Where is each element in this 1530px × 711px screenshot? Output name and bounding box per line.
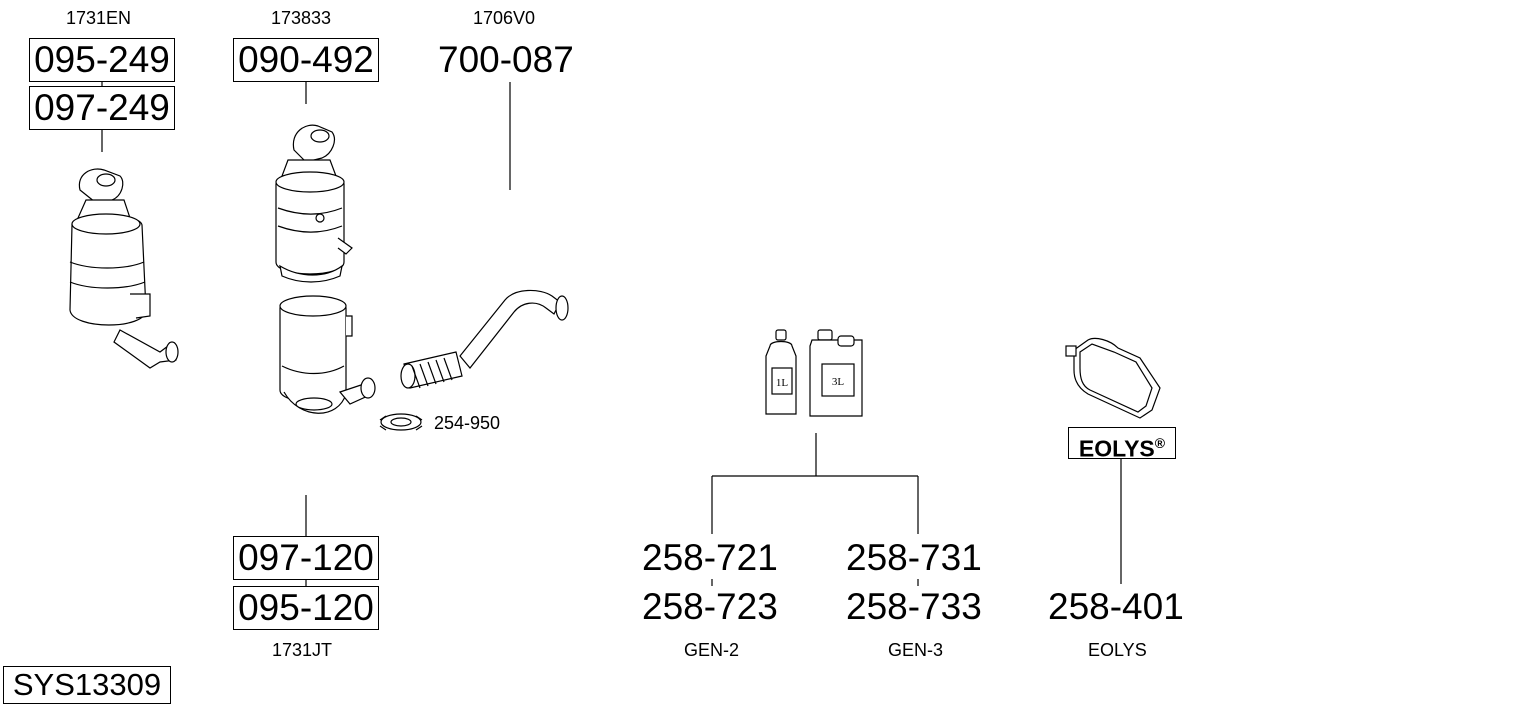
particulate-filter-173833 xyxy=(275,124,353,283)
bottle-small-icon xyxy=(765,329,797,415)
catalytic-converter-1731en xyxy=(69,168,179,369)
part-number-box[interactable]: 095-120 xyxy=(233,586,379,630)
part-number[interactable]: 258-721 xyxy=(642,537,778,578)
group-ref-gen3: GEN-3 xyxy=(888,640,944,660)
group-ref-eolys: EOLYS xyxy=(1088,640,1147,660)
part-number[interactable]: 700-087 xyxy=(438,39,574,80)
diagram-id: SYS13309 xyxy=(3,666,171,704)
part-number-box[interactable]: 090-492 xyxy=(233,38,379,82)
group-ref-1731jt: 1731JT xyxy=(272,640,333,660)
part-number[interactable]: 258-723 xyxy=(642,586,778,627)
part-number[interactable]: 258-731 xyxy=(846,537,982,578)
part-number-box[interactable]: 095-249 xyxy=(29,38,175,82)
part-number-box[interactable]: 097-120 xyxy=(233,536,379,580)
bottle-large-label: 3L xyxy=(832,376,845,388)
bottle-small-label: 1L xyxy=(776,377,789,389)
part-number-box[interactable]: 097-249 xyxy=(29,86,175,130)
group-ref-gen2: GEN-2 xyxy=(684,640,740,660)
bottle-large-icon xyxy=(809,329,863,417)
part-number[interactable]: 258-733 xyxy=(846,586,982,627)
clamp-icon xyxy=(379,413,423,431)
eolys-pouch-icon xyxy=(1065,337,1161,419)
particulate-filter-1731jt xyxy=(279,295,376,414)
part-number[interactable]: 258-401 xyxy=(1048,586,1184,627)
registered-mark: ® xyxy=(1154,435,1166,451)
group-ref-1706v0: 1706V0 xyxy=(473,8,536,28)
clamp-part-number[interactable]: 254-950 xyxy=(434,413,501,433)
group-ref-173833: 173833 xyxy=(271,8,332,28)
front-pipe-1706v0 xyxy=(400,289,569,389)
eolys-logo-text: EOLYS xyxy=(1078,435,1155,462)
group-ref-1731en: 1731EN xyxy=(66,8,132,28)
eolys-logo: EOLYS® xyxy=(1068,427,1176,462)
